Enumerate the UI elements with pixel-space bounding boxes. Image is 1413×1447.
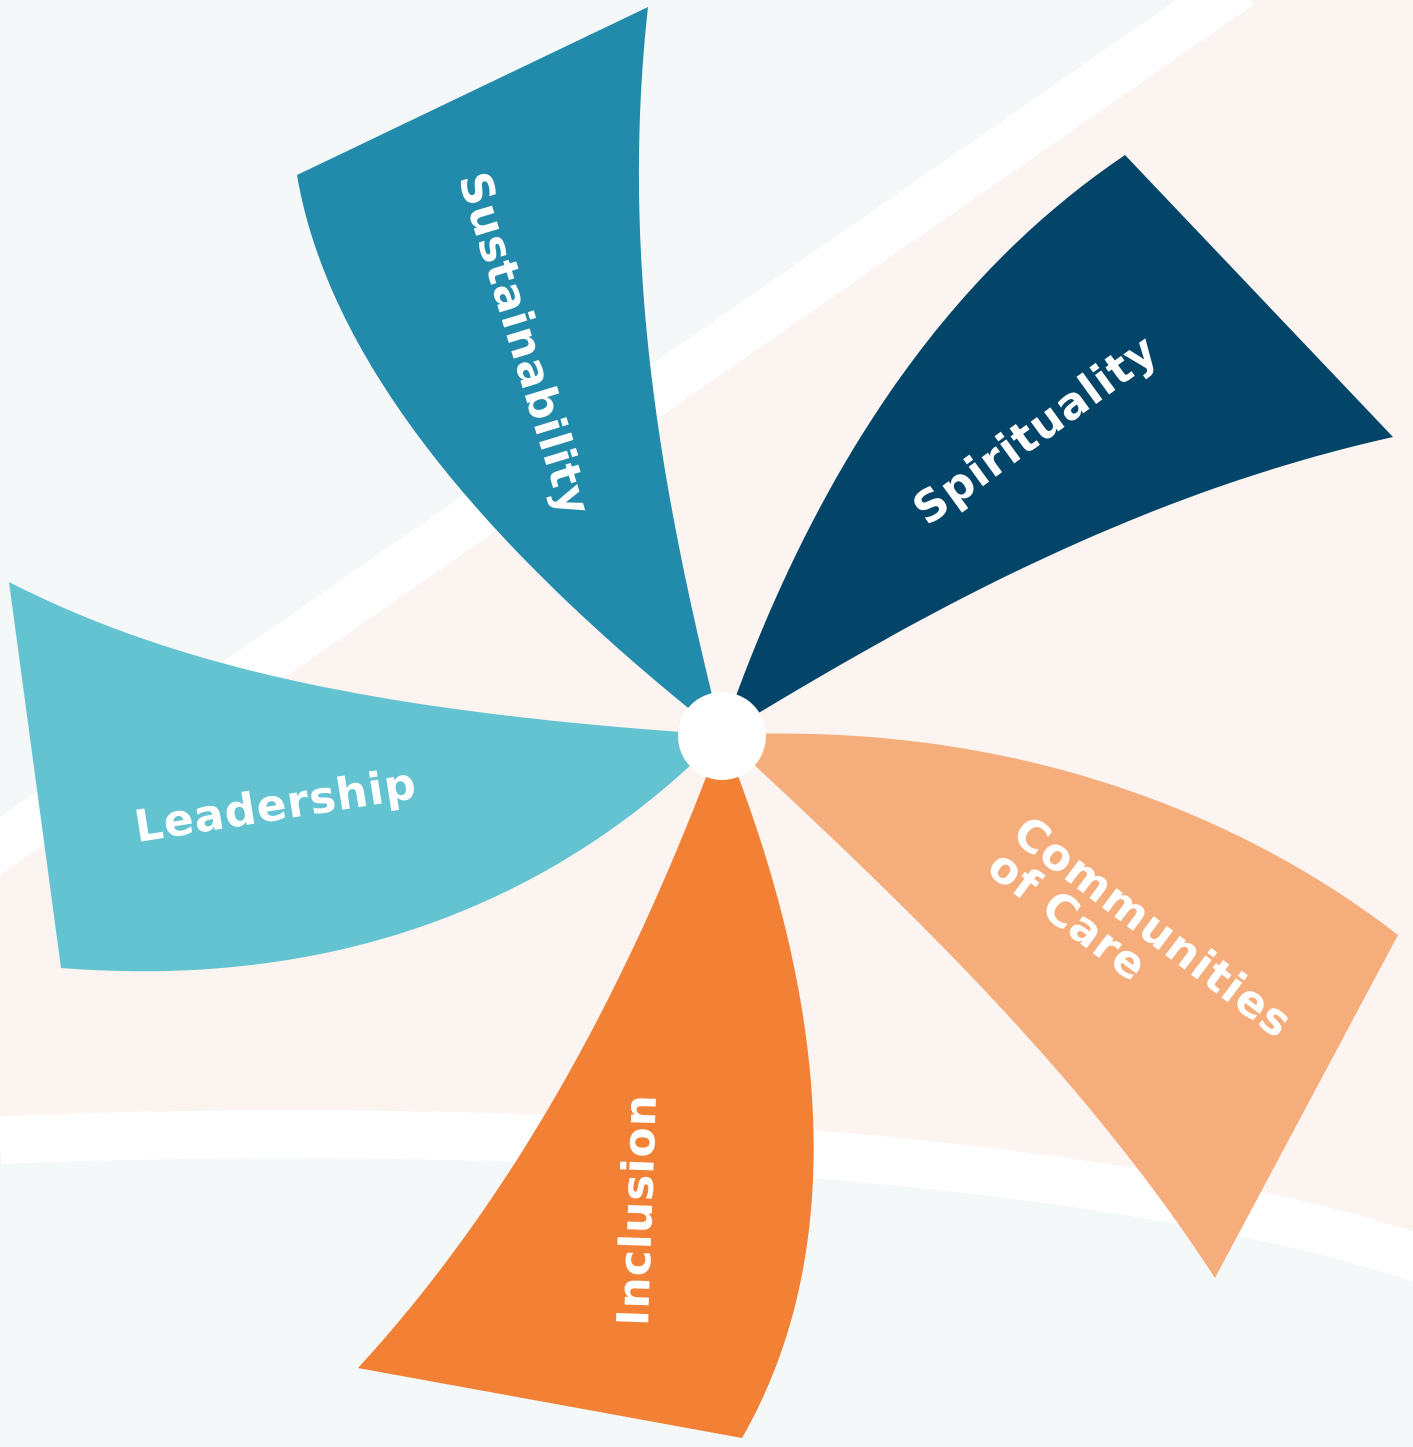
blade-inclusion: [358, 735, 814, 1438]
blade-sustainability: [297, 7, 722, 735]
blade-spirituality: [722, 155, 1393, 735]
blade-communities-of-care: [722, 733, 1398, 1278]
pinwheel-hub: [678, 692, 766, 780]
blade-leadership: [9, 582, 722, 972]
label-inclusion: Inclusion: [608, 1093, 667, 1327]
